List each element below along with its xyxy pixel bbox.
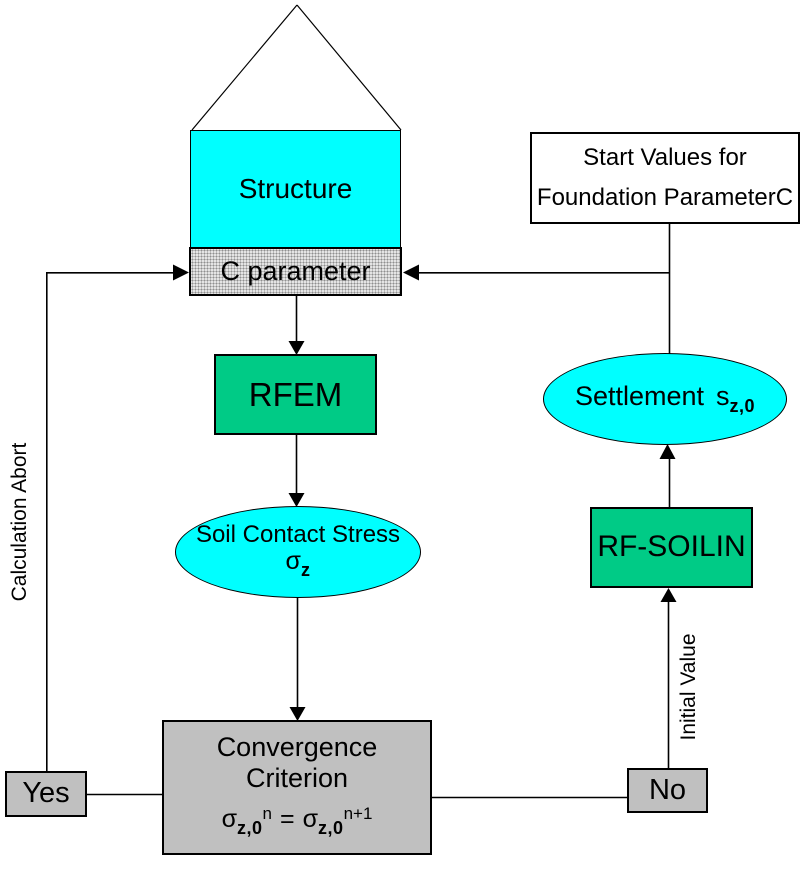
convergence-node: Convergence Criterion σz,0n=σz,0n+1 [162, 720, 432, 855]
convergence-formula: σz,0n=σz,0n+1 [221, 803, 373, 838]
edge-cparameter-to-rfem [288, 296, 305, 355]
yes-node: Yes [5, 771, 87, 817]
convergence-line1: Convergence [216, 731, 378, 762]
rf-soilin-node: RF-SOILIN [590, 507, 753, 588]
c-parameter-label: C parameter [220, 255, 371, 286]
edge-rfem-to-soilstress [288, 435, 305, 507]
edge-rfsoilin-to-settlement [659, 444, 676, 508]
start-values-line2: Foundation ParameterC [536, 184, 794, 211]
edge-soilstress-to-convergence [289, 598, 306, 721]
calculation-abort-label: Calculation Abort [8, 442, 31, 602]
soil-stress-label: Soil Contact Stress [195, 520, 401, 548]
edge-startvalues-to-cparameter [403, 224, 671, 355]
yes-label: Yes [22, 777, 70, 810]
no-label: No [648, 773, 687, 806]
rfem-node: RFEM [214, 354, 377, 435]
start-values-line1: Start Values for [583, 144, 747, 171]
c-parameter-node: C parameter [189, 247, 402, 296]
rf-soilin-label: RF-SOILIN [597, 530, 746, 564]
rfem-label: RFEM [248, 375, 343, 413]
structure-node: Structure [190, 130, 401, 248]
edge-yes-to-cparameter [45, 264, 189, 771]
structure-label: Structure [238, 172, 353, 204]
soil-contact-stress-node: Soil Contact Stress σz [175, 506, 421, 598]
roof-triangle [191, 4, 402, 131]
no-node: No [627, 768, 708, 813]
convergence-line2: Criterion [245, 762, 349, 793]
soil-stress-symbol: σz [285, 547, 311, 581]
initial-value-label: Initial Value [677, 633, 700, 741]
start-values-node: Start Values for Foundation ParameterC [530, 132, 800, 224]
edge-no-to-rfsoilin [660, 588, 677, 769]
